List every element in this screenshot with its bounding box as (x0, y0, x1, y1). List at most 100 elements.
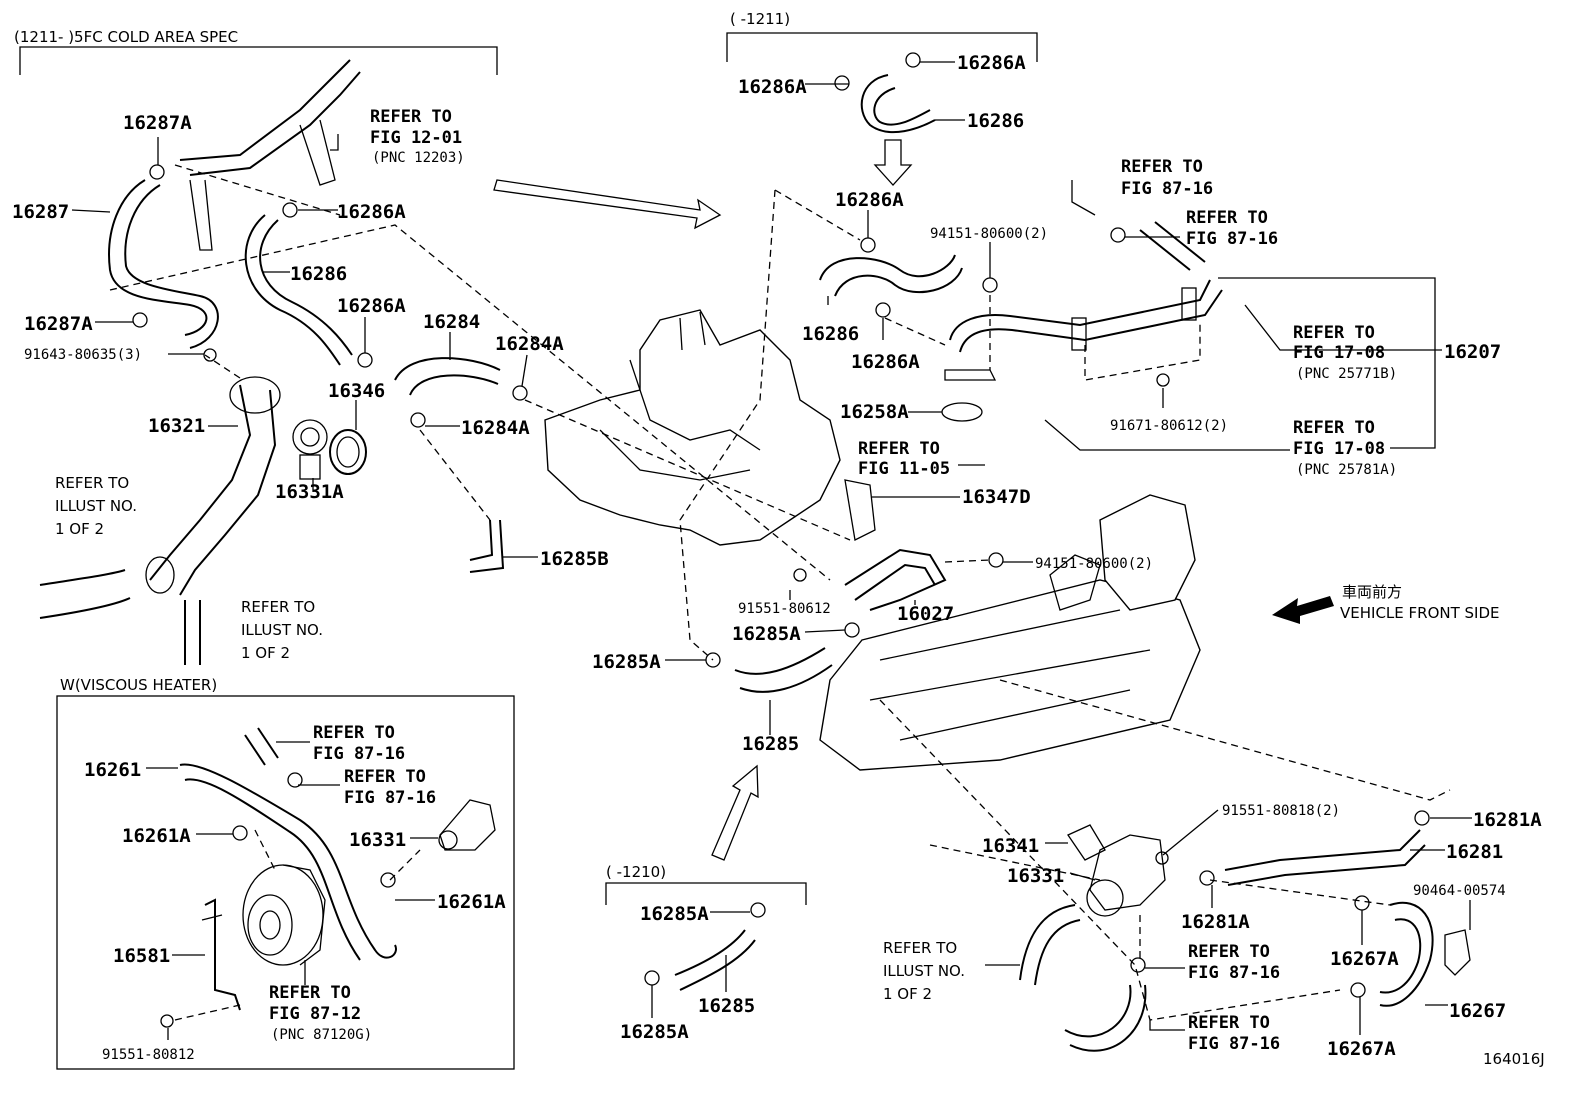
hose-16285-bottom (674, 929, 756, 991)
gasket-16258A (941, 402, 983, 422)
diagram-code: 164016J (1483, 1050, 1545, 1068)
vehicle-front-label-jp: 車両前方 (1342, 583, 1402, 601)
hose-clamps (132, 52, 1430, 1028)
ref-note: REFER TO (858, 439, 940, 459)
arrow-up-icon (711, 764, 759, 861)
ref-note: REFER TO (313, 723, 395, 743)
ref-note: 1 OF 2 (55, 520, 104, 538)
ref-note: REFER TO (1188, 1013, 1270, 1033)
hose-16286-left (244, 214, 353, 366)
gasket-16341 (1067, 824, 1106, 861)
hose-16285-mid (734, 647, 833, 693)
ref-note: 1 OF 2 (241, 644, 290, 662)
ref-note: ILLUST NO. (55, 497, 137, 515)
part-label: 16267A (1327, 1038, 1396, 1060)
ref-note: FIG 87-16 (1188, 1034, 1280, 1054)
water-outlet-16331 (438, 799, 496, 851)
part-label: 16261A (437, 891, 506, 913)
part-label: 16287A (123, 112, 192, 134)
water-bypass-pipe-16027 (844, 479, 947, 611)
part-label: 16258A (840, 401, 909, 423)
part-label: 91551-80818(2) (1222, 803, 1340, 819)
part-label: 94151-80600(2) (1035, 556, 1153, 572)
part-label: 16285A (620, 1021, 689, 1043)
ref-note: 1 OF 2 (883, 985, 932, 1003)
part-label: 16286 (802, 323, 859, 345)
part-label: 16341 (982, 835, 1039, 857)
water-inlet-16321 (145, 376, 281, 596)
part-label: 16284 (423, 311, 480, 333)
part-label: 16285 (742, 733, 799, 755)
part-label: 16286A (851, 351, 920, 373)
ref-note: FIG 11-05 (858, 459, 950, 479)
water-pipe-16207 (944, 221, 1223, 381)
arrow-down-icon (873, 139, 913, 186)
reference-notes: REFER TO FIG 12-01 (PNC 12203) REFER TO … (55, 107, 1397, 1054)
bracket-16581 (201, 898, 241, 1011)
part-label: 16581 (113, 945, 170, 967)
ref-note: (PNC 87120G) (271, 1027, 372, 1043)
ref-note: FIG 87-12 (269, 1004, 361, 1024)
part-label: 16331A (275, 481, 344, 503)
ref-note: REFER TO (269, 983, 351, 1003)
part-label: 91643-80635(3) (24, 347, 142, 363)
part-label: 16286A (957, 52, 1026, 74)
part-label: 16207 (1444, 341, 1501, 363)
ref-note: FIG 17-08 (1293, 439, 1385, 459)
ref-note: REFER TO (1293, 323, 1375, 343)
hose-16261 (179, 727, 397, 961)
clip-90464 (1444, 929, 1471, 976)
part-label: 16285 (698, 995, 755, 1017)
part-label: 16285A (640, 903, 709, 925)
part-label: 16331 (349, 829, 406, 851)
ref-note: FIG 87-16 (344, 788, 436, 808)
section-bracket-1210: ( -1210) (605, 863, 807, 905)
arrow-right-icon (493, 179, 722, 230)
part-label: 16285A (592, 651, 661, 673)
section-title-viscous-heater: W(VISCOUS HEATER) (60, 676, 217, 694)
part-label: 16286 (290, 263, 347, 285)
ref-note: ILLUST NO. (883, 962, 965, 980)
part-label: 16286A (337, 295, 406, 317)
leader-lines (71, 61, 1472, 1040)
ref-note: REFER TO (344, 767, 426, 787)
ref-note: FIG 87-16 (313, 744, 405, 764)
part-label: 16286A (337, 201, 406, 223)
ref-note: FIG 87-16 (1186, 229, 1278, 249)
part-label: 16287A (24, 313, 93, 335)
ref-note: REFER TO (883, 939, 957, 957)
gasket-16346 (329, 429, 367, 475)
ref-note: REFER TO (241, 598, 315, 616)
hose-16281 (1224, 829, 1426, 886)
vehicle-front-arrow-icon (1272, 596, 1334, 624)
ref-note: REFER TO (1293, 418, 1375, 438)
section-bracket-1211: ( -1211) (726, 10, 1038, 62)
part-labels: 16287A 16287 16286A 16286 16287A 91643-8… (12, 52, 1542, 1063)
part-label: 16331 (1007, 865, 1064, 887)
part-label: 94151-80600(2) (930, 226, 1048, 242)
ref-note: FIG 17-08 (1293, 343, 1385, 363)
ref-note: REFER TO (55, 474, 129, 492)
part-label: 90464-00574 (1413, 883, 1506, 899)
section-title-cold-spec: (1211- )5FC COLD AREA SPEC (14, 28, 238, 46)
part-label: 16261 (84, 759, 141, 781)
ref-note: FIG 12-01 (370, 128, 462, 148)
hose-16286-top (860, 74, 936, 134)
section-bracket-cold-spec: (1211- )5FC COLD AREA SPEC (14, 28, 498, 75)
engine-block-illustration (544, 309, 1201, 771)
part-label: 16027 (897, 603, 954, 625)
viscous-heater-unit (242, 864, 326, 966)
part-label: 16261A (122, 825, 191, 847)
ref-note: (PNC 12203) (372, 150, 465, 166)
pipe-thermostat-housing-upper (179, 59, 361, 251)
ref-note: FIG 87-16 (1188, 963, 1280, 983)
part-label: 16347D (962, 486, 1031, 508)
part-label: 91551-80612 (738, 601, 831, 617)
part-label: 16286A (738, 76, 807, 98)
part-label: 91671-80612(2) (1110, 418, 1228, 434)
hose-16284 (394, 357, 501, 396)
ref-note: REFER TO (1121, 157, 1203, 177)
ref-note: REFER TO (1188, 942, 1270, 962)
hose-16286-center (819, 254, 963, 297)
